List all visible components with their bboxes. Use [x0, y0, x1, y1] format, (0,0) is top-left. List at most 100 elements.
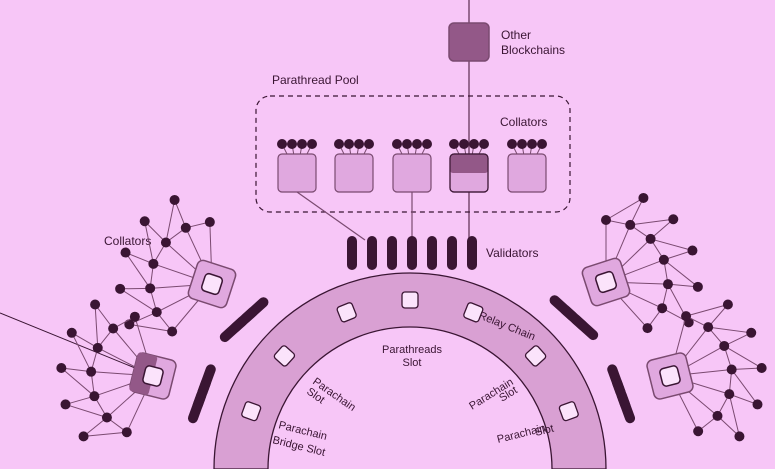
parachain-core — [594, 270, 618, 294]
validator-node — [387, 236, 397, 270]
relay-chain-slot — [273, 345, 296, 367]
collator-link — [125, 252, 154, 265]
collator-node — [297, 139, 307, 149]
collator-node — [139, 216, 150, 227]
relay-chain-slot — [401, 291, 419, 309]
collator-node — [746, 327, 757, 338]
parachain-slot-bottom-label-2: Slot — [534, 423, 555, 439]
collator-link — [731, 369, 758, 405]
parachain-cluster — [56, 299, 216, 442]
collator-link — [724, 332, 752, 347]
relay-chain-slots — [241, 291, 579, 422]
validator-node — [447, 236, 457, 270]
parathreads-slot-label: Parathreads — [382, 344, 442, 356]
collator-node — [527, 139, 537, 149]
other-blockchains-label: Other — [501, 28, 531, 42]
collator-node — [354, 139, 364, 149]
parathread-box — [392, 153, 432, 193]
collator-node — [449, 139, 459, 149]
collator-node — [56, 362, 67, 373]
collator-link — [728, 394, 740, 437]
collator-link — [667, 283, 698, 288]
collator-node — [148, 258, 159, 269]
relay-chain-ring — [213, 272, 607, 469]
collator-node — [638, 192, 649, 203]
collator-node — [722, 299, 733, 310]
collator-node — [687, 245, 698, 256]
collator-link — [663, 259, 699, 288]
collator-link — [165, 199, 176, 243]
validator-node — [549, 295, 578, 322]
collator-node — [719, 340, 730, 351]
collator-node — [681, 311, 692, 322]
relay-chain-slot — [524, 345, 547, 367]
validator-node — [187, 390, 207, 424]
collator-node — [287, 139, 297, 149]
collator-node — [756, 362, 767, 373]
collator-node — [507, 139, 517, 149]
collator-node — [668, 214, 679, 225]
collator-node — [537, 139, 547, 149]
collator-node — [703, 322, 714, 333]
collator-node — [120, 247, 131, 258]
validator-node — [607, 364, 626, 397]
parathread-box-outline — [449, 153, 489, 193]
validators-label: Validators — [486, 246, 538, 260]
collator-node — [124, 319, 135, 330]
collator-node — [86, 366, 97, 377]
collator-link — [61, 367, 95, 397]
collator-node — [645, 233, 656, 244]
parachain-core — [142, 365, 164, 387]
relay-chain-slot — [241, 401, 262, 422]
relay-chain-slot — [463, 302, 484, 323]
collator-link — [605, 197, 644, 221]
collator-node — [108, 323, 119, 334]
parachain-cluster — [115, 194, 269, 343]
collator-link — [71, 332, 92, 372]
collator-node — [92, 342, 103, 353]
collator-link — [65, 403, 108, 418]
parachain-clusters — [56, 192, 767, 442]
collator-link — [119, 288, 158, 313]
collator-link — [65, 395, 95, 405]
collator-link — [94, 304, 114, 329]
collator-node — [90, 299, 101, 310]
collator-link — [650, 218, 674, 240]
collator-node — [625, 219, 636, 230]
collator-node — [469, 139, 479, 149]
collator-node — [734, 431, 745, 442]
validator-node — [407, 236, 417, 270]
collator-node — [129, 311, 140, 322]
pool-collators-label: Collators — [500, 115, 547, 129]
collator-link — [723, 345, 762, 369]
collator-node — [334, 139, 344, 149]
collator-node — [402, 139, 412, 149]
parachain-cluster — [607, 299, 767, 442]
collator-node — [724, 389, 735, 400]
parathread-box — [334, 153, 374, 193]
collator-link — [707, 304, 729, 328]
relay-chain-slot — [558, 401, 579, 422]
left-bridge-line — [0, 312, 141, 371]
collator-link — [129, 311, 157, 325]
validators-group — [347, 236, 477, 270]
collator-link — [129, 323, 173, 332]
collator-node — [89, 391, 100, 402]
collator-node — [145, 283, 156, 294]
collator-node — [662, 279, 673, 290]
collator-link — [729, 393, 758, 405]
collator-node — [752, 399, 763, 410]
other-blockchains-label-2: Blockchains — [501, 43, 565, 57]
validator-node — [367, 236, 377, 270]
collator-node — [180, 222, 191, 233]
collator-link — [629, 197, 644, 226]
collator-link — [83, 431, 127, 437]
parachain-core — [659, 365, 681, 387]
collator-link — [144, 221, 154, 264]
collator-node — [601, 215, 611, 225]
parachain-cluster — [549, 192, 703, 341]
collator-node — [78, 431, 89, 442]
pool-link-line — [296, 191, 366, 241]
collators-left-label: Collators — [104, 234, 151, 248]
